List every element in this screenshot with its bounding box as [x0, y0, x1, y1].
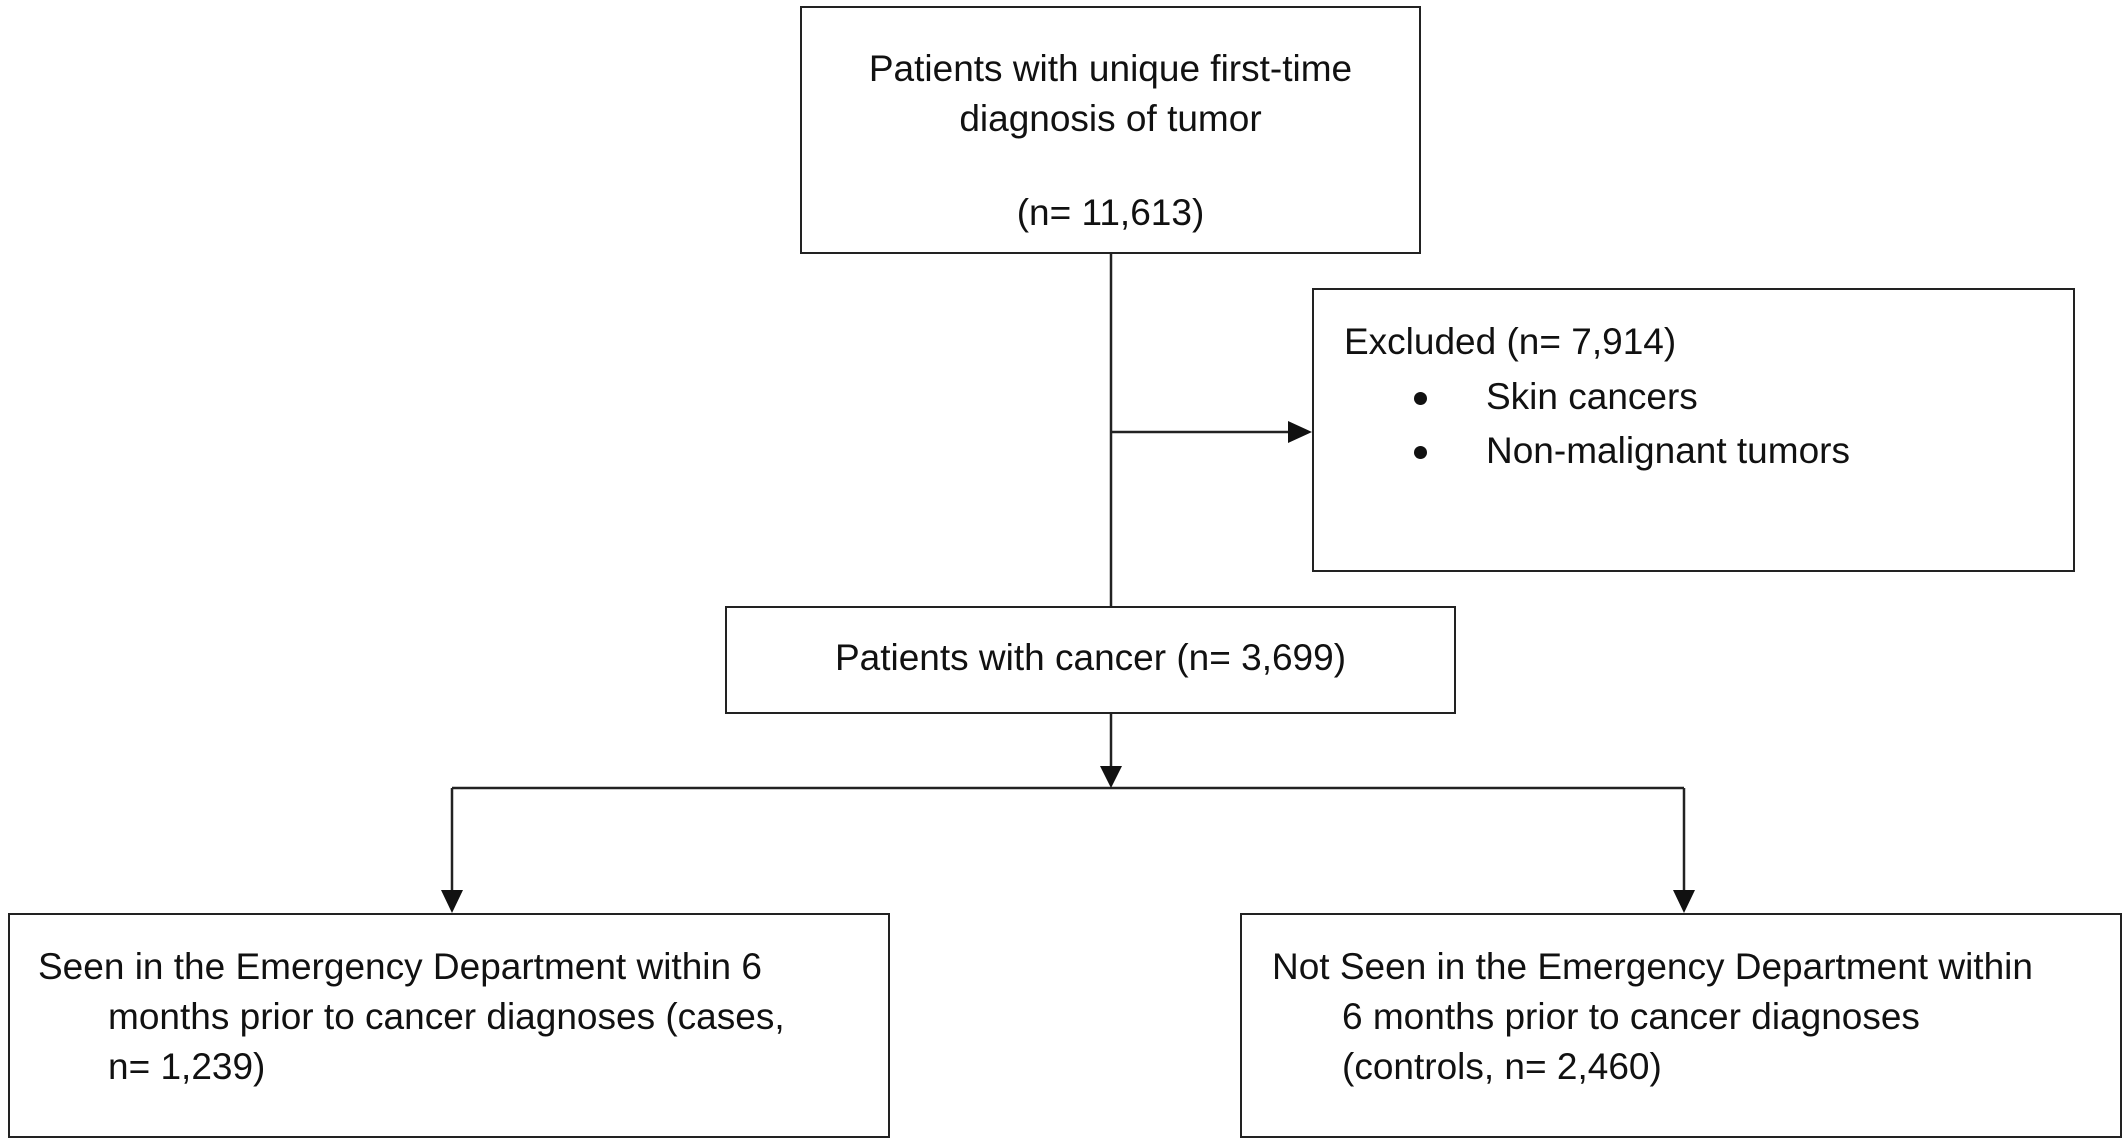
arrowhead-cases [441, 890, 463, 913]
arrowhead-split [1100, 766, 1122, 788]
cases-line-3: n= 1,239) [108, 1046, 266, 1087]
box-patients-with-cancer: Patients with cancer (n= 3,699) [725, 606, 1456, 714]
initial-line-1: Patients with unique first-time [868, 48, 1353, 89]
box-initial-patients: Patients with unique first-time diagnosi… [800, 6, 1421, 254]
arrowhead-controls [1673, 890, 1695, 913]
controls-line-1: Not Seen in the Emergency Department wit… [1272, 946, 2033, 987]
bullet-icon [1414, 392, 1427, 405]
initial-count: (n= 11,613) [1016, 192, 1205, 233]
cases-line-2: months prior to cancer diagnoses (cases, [108, 996, 785, 1037]
excluded-item-label: Skin cancers [1486, 376, 1698, 417]
arrowhead-excluded [1288, 421, 1312, 443]
cancer-label: Patients with cancer (n= 3,699) [834, 637, 1347, 678]
excluded-list: Skin cancers Non-malignant tumors [1344, 370, 2073, 478]
initial-line-2: diagnosis of tumor [959, 98, 1262, 139]
controls-line-3: (controls, n= 2,460) [1342, 1046, 1662, 1087]
bullet-icon [1414, 446, 1427, 459]
box-controls: Not Seen in the Emergency Department wit… [1240, 913, 2122, 1138]
excluded-item: Skin cancers [1344, 370, 2073, 424]
controls-line-2: 6 months prior to cancer diagnoses [1342, 996, 1920, 1037]
box-cases: Seen in the Emergency Department within … [8, 913, 890, 1138]
cases-line-1: Seen in the Emergency Department within … [38, 946, 762, 987]
excluded-item-label: Non-malignant tumors [1486, 430, 1850, 471]
excluded-title: Excluded (n= 7,914) [1344, 321, 1677, 362]
box-excluded: Excluded (n= 7,914) Skin cancers Non-mal… [1312, 288, 2075, 572]
excluded-item: Non-malignant tumors [1344, 424, 2073, 478]
